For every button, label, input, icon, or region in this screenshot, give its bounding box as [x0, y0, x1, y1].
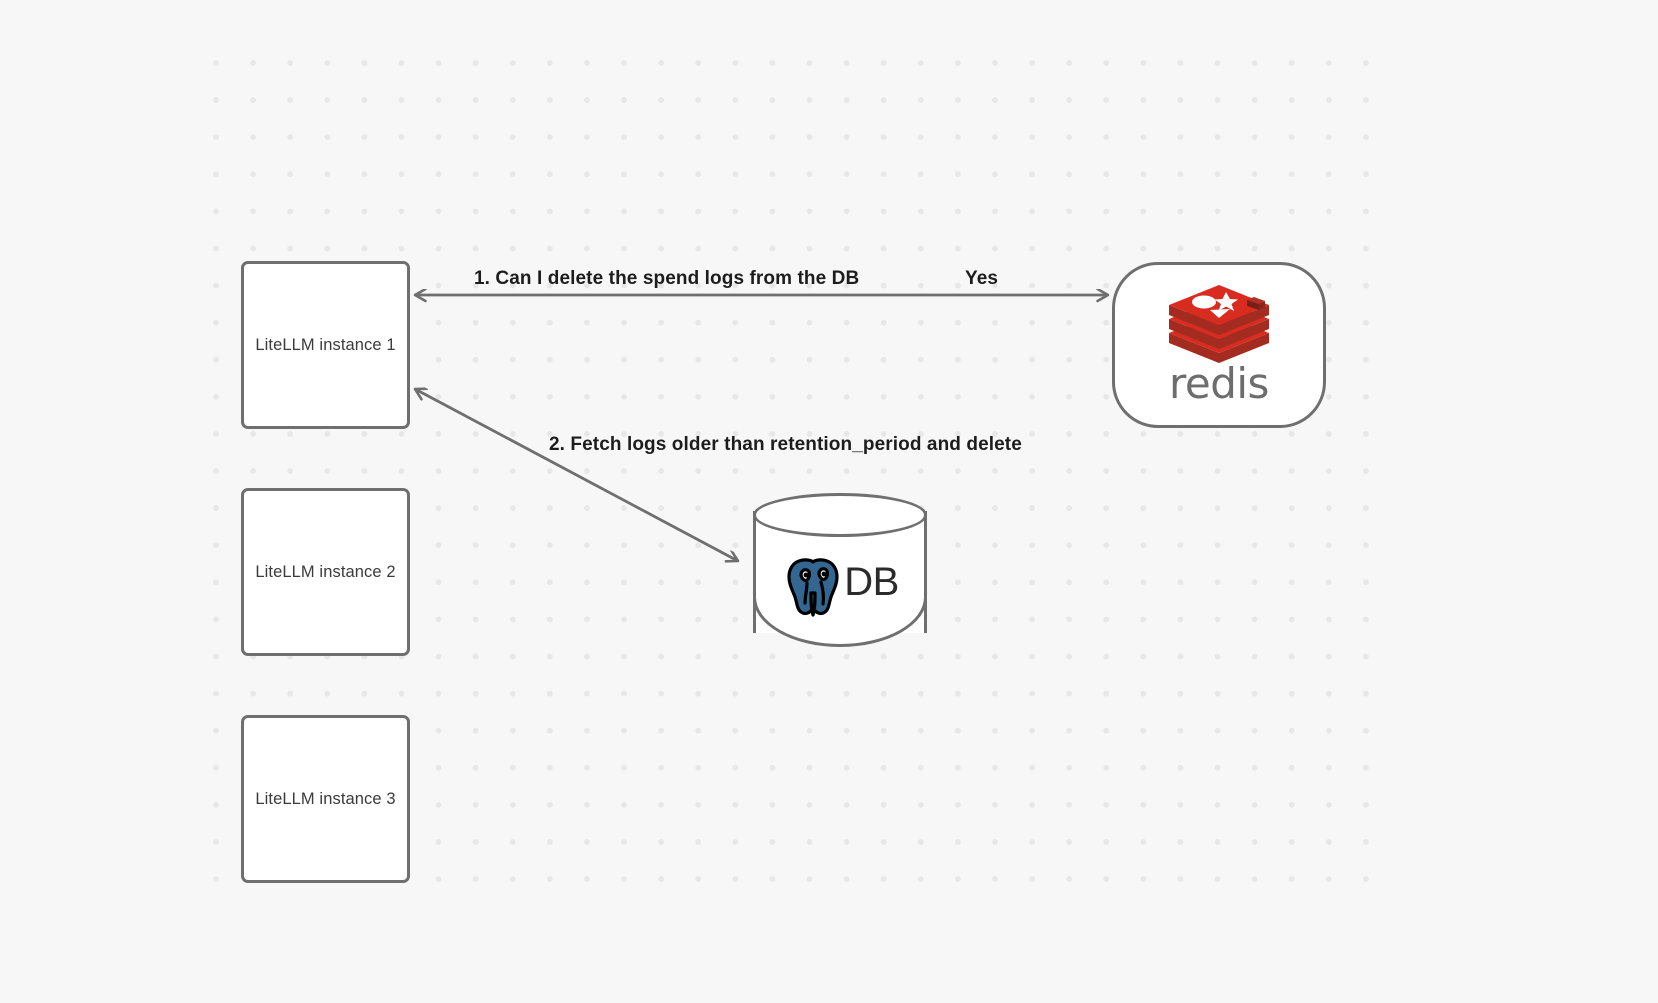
- edge-label-step-2: 2. Fetch logs older than retention_perio…: [549, 434, 1022, 455]
- redis-logo-icon: [1164, 285, 1274, 363]
- edge-label-step-1: 1. Can I delete the spend logs from the …: [474, 268, 860, 289]
- node-litellm-instance-3[interactable]: LiteLLM instance 3: [241, 715, 410, 883]
- node-label: LiteLLM instance 1: [255, 335, 396, 354]
- node-database-cylinder[interactable]: DB: [753, 493, 927, 651]
- node-litellm-instance-1[interactable]: LiteLLM instance 1: [241, 261, 410, 429]
- postgresql-elephant-icon: [781, 549, 843, 617]
- node-litellm-instance-2[interactable]: LiteLLM instance 2: [241, 488, 410, 656]
- cylinder-top: [753, 493, 927, 537]
- node-redis[interactable]: redis: [1112, 262, 1326, 428]
- edge-label-redis-reply: Yes: [965, 268, 999, 289]
- database-label: DB: [844, 560, 899, 604]
- node-label: LiteLLM instance 2: [255, 562, 396, 581]
- edge-litellm1-db: [415, 389, 738, 561]
- redis-wordmark: redis: [1169, 359, 1269, 408]
- database-content: DB: [753, 545, 927, 619]
- node-label: LiteLLM instance 3: [255, 789, 396, 808]
